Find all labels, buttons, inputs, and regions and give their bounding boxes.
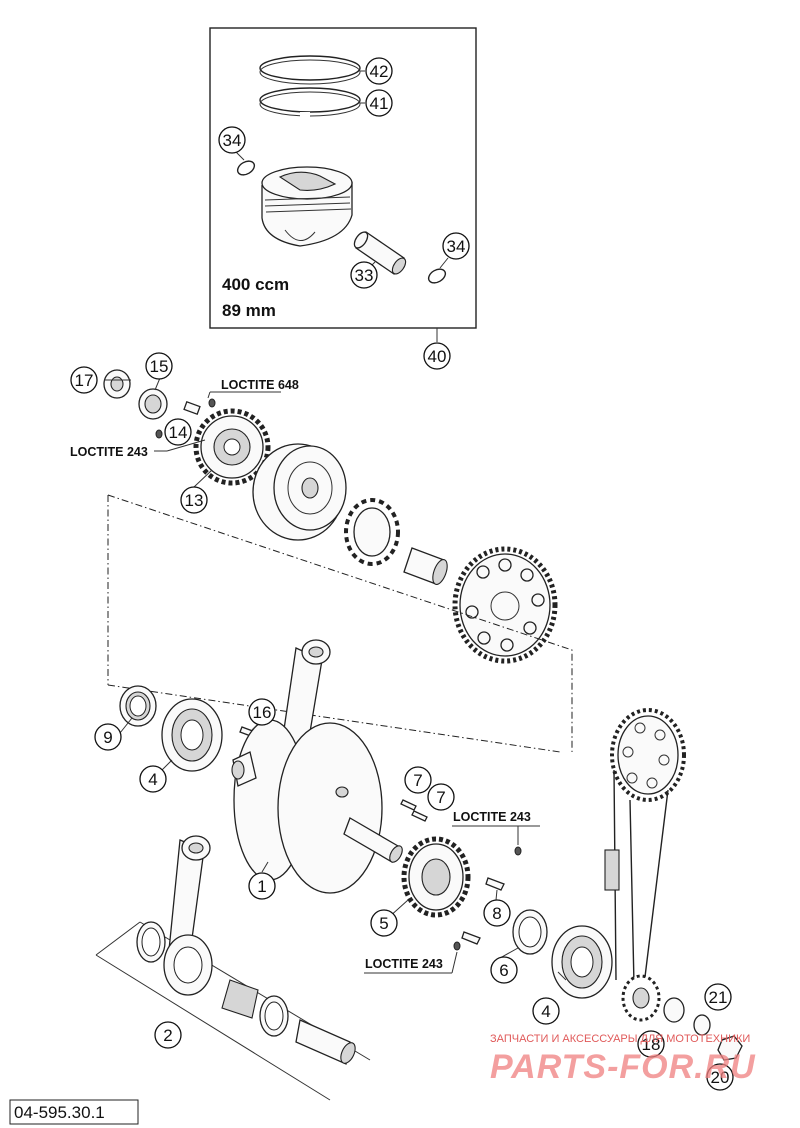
piston-pin-33 [353, 231, 407, 275]
svg-text:04-595.30.1: 04-595.30.1 [14, 1103, 105, 1122]
washer-18 [663, 997, 685, 1023]
bearing-17 [103, 369, 131, 399]
freewheel [344, 498, 400, 566]
svg-text:8: 8 [492, 904, 501, 923]
callout-9: 9 [94, 723, 122, 751]
needle-bearing [403, 547, 448, 585]
callout-41: 41 [365, 89, 393, 117]
svg-text:13: 13 [185, 491, 204, 510]
oil-seal-15 [138, 388, 168, 420]
callout-13: 13 [180, 486, 208, 514]
main-bearing-4-left [161, 698, 223, 772]
svg-text:6: 6 [499, 961, 508, 980]
svg-text:LOCTITE 243: LOCTITE 243 [453, 810, 531, 824]
screw-8 [453, 846, 522, 951]
crankshaft [231, 639, 403, 894]
svg-text:17: 17 [75, 371, 94, 390]
callout-7-right: 7 [427, 783, 455, 811]
shim-6 [512, 909, 548, 955]
svg-text:18: 18 [642, 1035, 661, 1054]
svg-text:LOCTITE 648: LOCTITE 648 [221, 378, 299, 392]
svg-text:9: 9 [103, 728, 112, 747]
circlip-34-right [427, 268, 447, 284]
displacement-label: 400 ccm [222, 275, 289, 294]
svg-text:LOCTITE 243: LOCTITE 243 [70, 445, 148, 459]
circlip-34 [236, 160, 256, 176]
leader-lines [104, 70, 567, 981]
callout-6: 6 [490, 956, 518, 984]
svg-text:7: 7 [436, 788, 445, 807]
callout-4-left: 4 [139, 765, 167, 793]
piston-kit-box: 400 ccm 89 mm [209, 27, 477, 329]
piston-ring-42 [259, 55, 361, 85]
callout-1: 1 [248, 872, 276, 900]
svg-text:15: 15 [150, 357, 169, 376]
callout-33: 33 [350, 261, 378, 289]
keys-7 [400, 799, 428, 822]
callout-40: 40 [423, 342, 451, 370]
svg-text:5: 5 [379, 914, 388, 933]
svg-text:2: 2 [163, 1026, 172, 1045]
svg-text:7: 7 [413, 771, 422, 790]
callout-2: 2 [154, 1021, 182, 1049]
callout-20: 20 [706, 1063, 734, 1091]
washer-21 [693, 1014, 711, 1036]
watermark: ЗАПЧАСТИ И АКСЕССУАРЫ ДЛЯ МОТОТЕХНИКИ PA… [490, 1033, 756, 1086]
callout-8: 8 [483, 899, 511, 927]
gear-13 [193, 408, 271, 486]
callout-17: 17 [70, 366, 98, 394]
svg-text:34: 34 [223, 131, 242, 150]
flywheel [252, 443, 347, 541]
callout-4-right: 4 [532, 997, 560, 1025]
assembly-outline [107, 494, 573, 753]
timing-chain [604, 708, 686, 1022]
callout-15: 15 [145, 352, 173, 380]
callout-5: 5 [370, 909, 398, 937]
callout-34-left: 34 [218, 126, 246, 154]
piston [261, 166, 353, 247]
svg-text:40: 40 [428, 347, 447, 366]
piston-ring-41 [259, 87, 361, 120]
loctite-243-note-b: LOCTITE 243 [452, 810, 540, 845]
loctite-648-note: LOCTITE 648 [221, 378, 299, 392]
svg-text:16: 16 [253, 703, 272, 722]
screw-14 [155, 398, 216, 439]
svg-text:20: 20 [711, 1068, 730, 1087]
loctite-243-note-c: LOCTITE 243 [364, 951, 458, 974]
loctite-243-note-a: LOCTITE 243 [70, 445, 148, 459]
callout-7-left: 7 [404, 766, 432, 794]
callout-42: 42 [365, 57, 393, 85]
svg-text:21: 21 [709, 988, 728, 1007]
svg-text:42: 42 [370, 62, 389, 81]
main-bearing-4-right [551, 925, 613, 999]
reference-number: 04-595.30.1 [9, 1099, 139, 1125]
svg-text:1: 1 [257, 877, 266, 896]
svg-text:41: 41 [370, 94, 389, 113]
svg-text:33: 33 [355, 266, 374, 285]
svg-text:14: 14 [169, 423, 188, 442]
callout-21: 21 [704, 983, 732, 1011]
gear-5 [401, 836, 471, 918]
callout-14: 14 [164, 418, 192, 446]
nut-20 [717, 1035, 743, 1061]
svg-text:ЗАПЧАСТИ И АКСЕССУАРЫ ДЛЯ МОТО: ЗАПЧАСТИ И АКСЕССУАРЫ ДЛЯ МОТОТЕХНИКИ [490, 1033, 750, 1045]
svg-text:4: 4 [541, 1002, 550, 1021]
callout-16: 16 [248, 698, 276, 726]
conrod-set-2 [95, 835, 371, 1101]
bore-label: 89 mm [222, 301, 276, 320]
svg-text:4: 4 [148, 770, 157, 789]
callout-34-right: 34 [442, 232, 470, 260]
seal-9 [119, 685, 157, 727]
callout-18: 18 [637, 1030, 665, 1058]
svg-text:LOCTITE 243: LOCTITE 243 [365, 957, 443, 971]
svg-text:34: 34 [447, 237, 466, 256]
svg-text:PARTS-FOR.RU: PARTS-FOR.RU [490, 1048, 756, 1086]
starter-gear [452, 546, 558, 664]
